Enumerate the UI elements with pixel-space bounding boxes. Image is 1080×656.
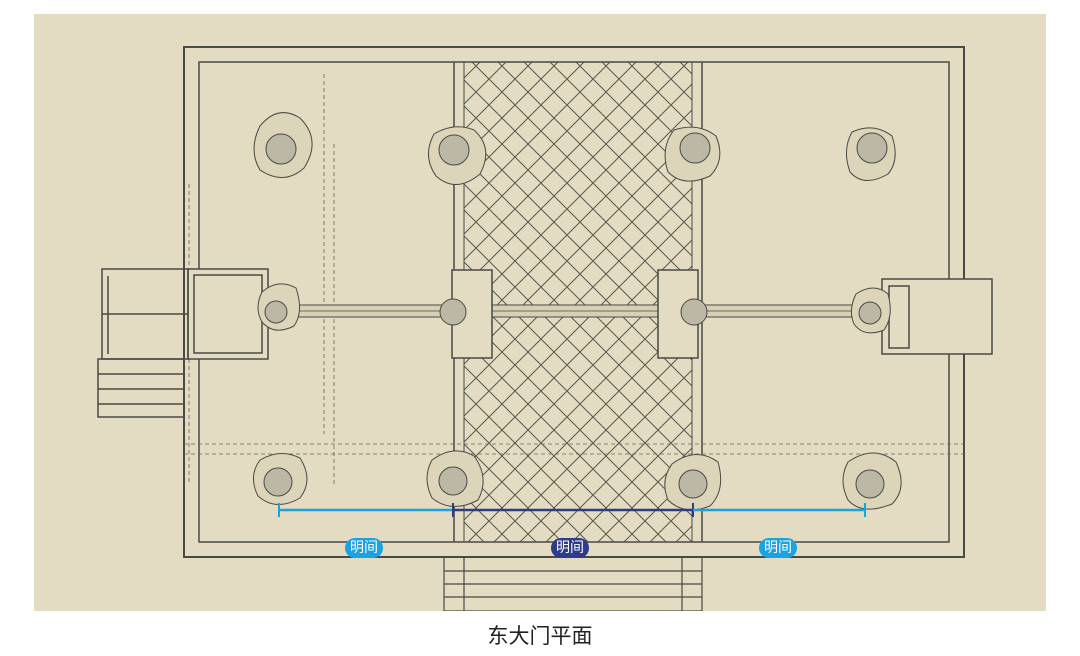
bay-bracket-left [278,503,453,517]
central-passage-lattice [463,61,693,543]
column-base [846,127,896,181]
column-base [850,287,891,334]
column-base [664,454,722,511]
bay-brackets [278,503,866,517]
column-base [253,453,308,505]
column-base [842,452,902,510]
bay-bracket-right [693,503,866,517]
bay-label-center: 明间 [551,538,589,558]
floor-plan-svg [34,14,1046,611]
bay-label-left: 明间 [345,538,383,558]
right-annex [881,278,993,355]
bottom-steps [443,556,703,611]
bay-label-right: 明间 [759,538,797,558]
figure-caption: 东大门平面 [487,624,593,648]
column-base [664,126,721,182]
column-base [253,112,313,178]
plan-drawing: 明间 明间 明间 [34,14,1046,611]
columns [253,112,902,511]
left-annex [97,268,269,418]
column-base [257,283,300,331]
column-base [426,450,484,507]
column-base [439,298,467,326]
central-beam [273,304,875,318]
column-base [680,298,708,326]
column-base [428,126,487,185]
